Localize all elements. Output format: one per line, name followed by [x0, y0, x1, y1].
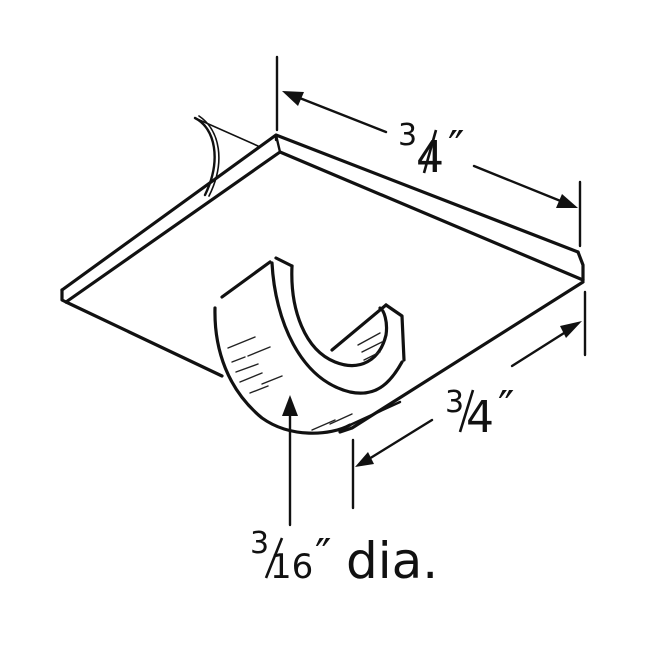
svg-text:3: 3 — [445, 385, 464, 420]
arrowhead-icon — [282, 91, 304, 106]
dimension-diameter: 3 16 ″ dia. — [250, 395, 438, 590]
dimension-label-diameter: 3 16 ″ dia. — [250, 526, 438, 590]
dimension-label-top: 3 4 ″ — [398, 118, 464, 183]
svg-text:3: 3 — [250, 526, 269, 561]
arrowhead-icon — [556, 194, 578, 208]
back-clip — [193, 115, 259, 197]
arrowhead-icon — [282, 395, 298, 416]
arrowhead-icon — [355, 452, 374, 467]
svg-text:4: 4 — [466, 392, 494, 443]
fraction-slash — [264, 537, 284, 579]
svg-text:″: ″ — [315, 530, 331, 581]
dimension-top-width: 3 4 ″ — [275, 55, 582, 248]
svg-text:″: ″ — [498, 382, 514, 433]
mounting-plate — [60, 133, 585, 434]
cradle — [213, 256, 406, 435]
svg-text:4: 4 — [416, 132, 444, 183]
dimension-label-side: 3 4 ″ — [445, 382, 514, 443]
svg-text:dia.: dia. — [346, 532, 438, 590]
fraction-slash — [422, 129, 438, 174]
arrowhead-icon — [560, 321, 582, 338]
dimension-side-depth: 3 4 ″ — [351, 290, 587, 510]
svg-text:″: ″ — [448, 122, 464, 173]
cradle-shading — [227, 332, 383, 431]
svg-text:3: 3 — [398, 118, 417, 153]
svg-text:16: 16 — [270, 547, 313, 587]
fraction-slash — [458, 389, 475, 433]
